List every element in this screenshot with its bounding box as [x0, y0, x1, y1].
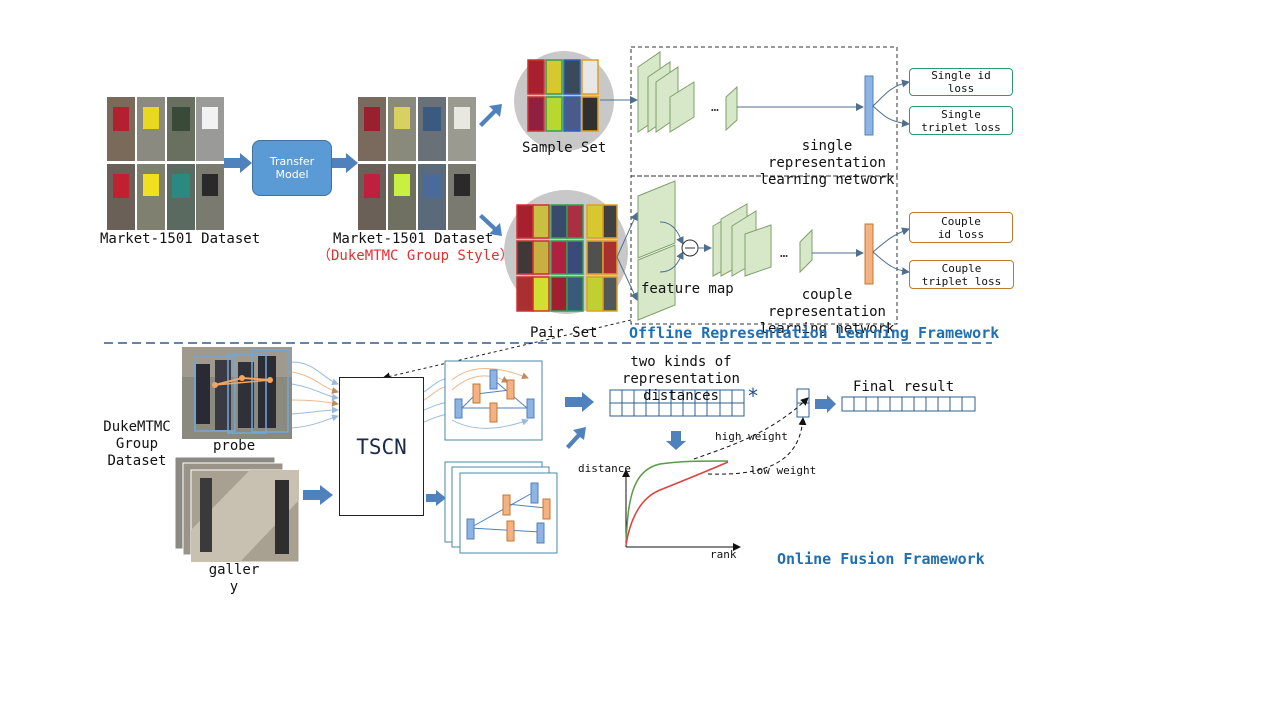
couple-feature-maps [637, 180, 676, 321]
star-icon: * [747, 384, 760, 408]
gallery-graph-edges [469, 491, 547, 533]
distance-grid [609, 389, 745, 417]
pair-set-images [516, 204, 618, 312]
subtract-icon [681, 239, 699, 257]
final-result-label: Final result [853, 379, 955, 395]
distance-axis-label: distance [578, 462, 631, 475]
weight-vector [796, 388, 810, 418]
ellipsis-icon: … [711, 100, 719, 115]
single-feature-vector [864, 75, 874, 136]
sample-set-images [527, 59, 599, 132]
probe-image [182, 347, 292, 439]
probe-label: probe [213, 438, 256, 454]
probe-flow-lines [291, 361, 339, 429]
gallery-graph-nodes [466, 482, 551, 544]
gallery-label: galler y [208, 562, 260, 595]
low-weight-label: low weight [750, 464, 817, 477]
gallery-images [174, 456, 300, 563]
high-weight-label: high weight [715, 430, 788, 443]
tscn-output-arrows [423, 377, 449, 423]
couple-network-box [630, 175, 898, 325]
styled-dataset-images [358, 97, 476, 230]
single-network-label: single representation learning network [759, 138, 895, 188]
couple-feature-vector [864, 223, 874, 285]
styled-dataset-label: Market-1501 Dataset [333, 231, 494, 247]
rank-axis-label: rank [710, 548, 737, 561]
offline-framework-title: Offline Representation Learning Framewor… [629, 324, 1000, 342]
transfer-model-box: Transfer Model [252, 140, 332, 196]
arrow-icon [565, 392, 836, 450]
distance-rank-plot [622, 397, 809, 551]
ellipsis-icon: … [780, 246, 788, 261]
group-style-label: （DukeMTMC Group Style） [317, 248, 514, 264]
couple-network-label: couple representation learning network [759, 287, 895, 337]
feature-map-label: feature map [641, 281, 734, 297]
arrow-icon [224, 104, 502, 236]
pair-set-label: Pair Set [530, 325, 598, 341]
couple-network-layers [712, 203, 813, 277]
couple-triplet-loss-box: Couple triplet loss [909, 260, 1014, 289]
online-framework-title: Online Fusion Framework [777, 550, 985, 568]
representation-curve-green [625, 460, 729, 544]
market-dataset-images [107, 97, 224, 230]
market-dataset-label: Market-1501 Dataset [100, 231, 261, 247]
representation-curve-red [625, 461, 729, 546]
sample-set-label: Sample Set [522, 140, 607, 156]
single-triplet-loss-box: Single triplet loss [909, 106, 1013, 135]
couple-id-loss-box: Couple id loss [909, 212, 1013, 243]
tscn-box: TSCN [339, 377, 424, 516]
probe-graph-nodes [454, 369, 535, 423]
arrow-icon [303, 485, 446, 506]
duke-group-dataset-label: DukeMTMC Group Dataset [103, 419, 171, 469]
single-id-loss-box: Single id loss [909, 68, 1013, 96]
final-result-grid [841, 396, 976, 412]
distances-label: two kinds of representation distances [621, 354, 740, 404]
single-network-layers [637, 51, 738, 133]
